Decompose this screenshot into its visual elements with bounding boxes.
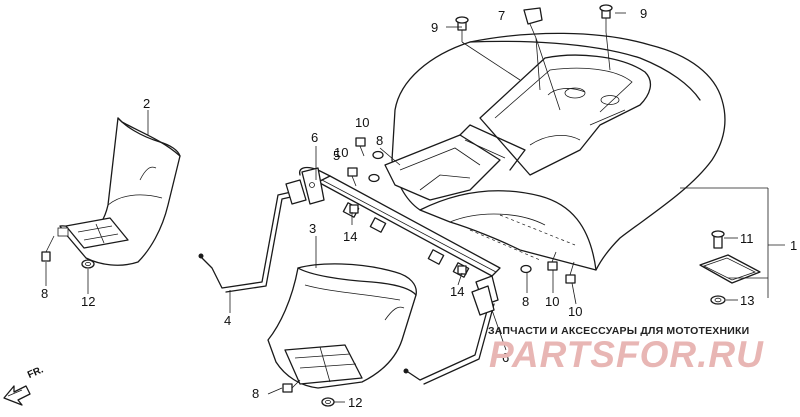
cover-plate-part [699, 230, 761, 305]
clip-7 [523, 7, 543, 39]
callout-12-bottom: 12 [348, 395, 362, 410]
callout-3: 3 [309, 221, 316, 236]
leader-lines [45, 12, 785, 403]
bolt-8-bottom [282, 379, 301, 393]
lower-mudguard-part [267, 263, 417, 389]
nut-8-upper [368, 150, 384, 183]
left-mudguard-part [57, 117, 181, 266]
bolt-10-mid [347, 167, 358, 187]
rear-fender-part [384, 32, 726, 271]
callout-10-right-2: 10 [568, 304, 582, 319]
left-stay-rod-part [198, 179, 307, 293]
fasteners [41, 4, 613, 407]
callout-1: 1 [790, 238, 797, 253]
callout-8-right: 8 [522, 294, 529, 309]
callout-12-left: 12 [81, 294, 95, 309]
callout-2: 2 [143, 96, 150, 111]
callout-8-left: 8 [41, 286, 48, 301]
bolt-10-upper [355, 137, 366, 157]
callout-6-lower: 6 [502, 350, 509, 365]
nut-12-left [81, 259, 95, 269]
clip-14-right [457, 265, 467, 275]
watermark-logo: PARTSFOR.RU [489, 334, 764, 375]
bolt-8-left [41, 235, 55, 262]
clip-14-left [349, 204, 359, 214]
callout-10-upper: 10 [355, 115, 369, 130]
callout-10-right-1: 10 [545, 294, 559, 309]
clip-9-right [599, 4, 613, 32]
callout-9-left: 9 [431, 20, 438, 35]
clip-9-left [455, 16, 469, 42]
callout-14-left: 14 [343, 229, 357, 244]
bolt-10-right-1 [547, 251, 558, 271]
front-direction-arrow-icon [3, 385, 31, 406]
watermark-tagline: ЗАПЧАСТИ И АКСЕССУАРЫ ДЛЯ МОТОТЕХНИКИ [488, 325, 750, 337]
callout-7: 7 [498, 8, 505, 23]
callout-4: 4 [224, 313, 231, 328]
callout-labels: 1 2 3 4 5 6 6 7 8 8 8 8 9 9 10 10 10 10 … [41, 6, 797, 410]
right-stay-rod-part [403, 285, 495, 385]
callout-8-bottom: 8 [252, 386, 259, 401]
callout-14-right: 14 [450, 284, 464, 299]
callout-13: 13 [740, 293, 754, 308]
callout-6-upper: 6 [311, 130, 318, 145]
callout-8-upper: 8 [376, 133, 383, 148]
nut-8-right [520, 264, 532, 274]
callout-10-mid: 10 [334, 145, 348, 160]
callout-5: 5 [333, 148, 340, 163]
bolt-10-right-2 [565, 261, 576, 284]
callout-11: 11 [740, 231, 754, 246]
nut-12-bottom [321, 397, 335, 407]
callout-9-right: 9 [640, 6, 647, 21]
